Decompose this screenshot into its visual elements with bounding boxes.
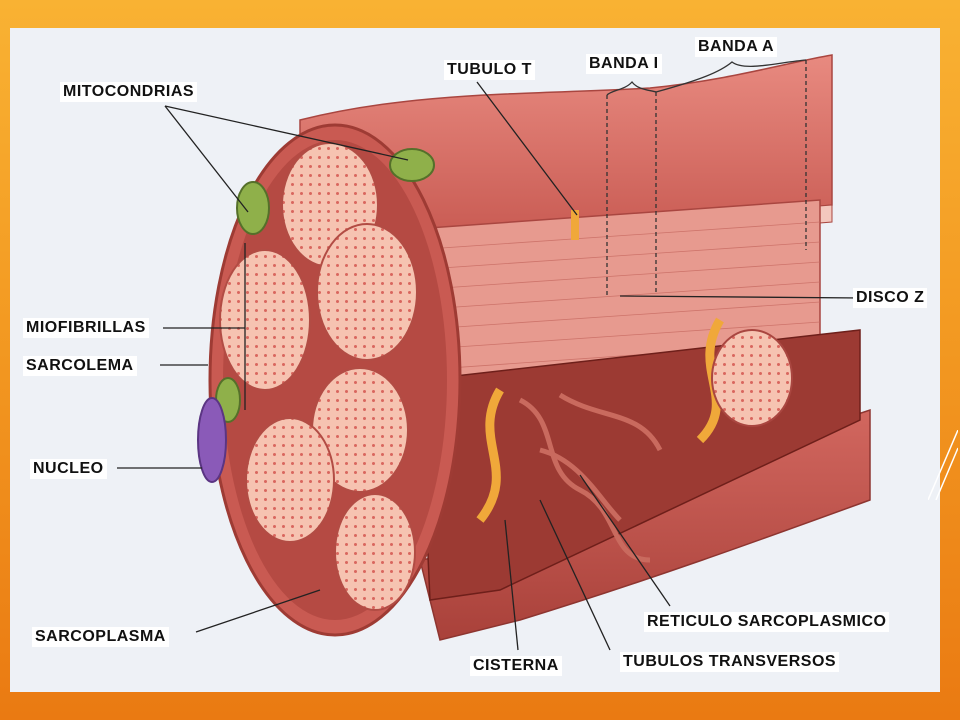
mitochondria (215, 148, 435, 423)
label-miofibrillas: MIOFIBRILLAS (23, 318, 149, 338)
t-tubule-band (476, 387, 504, 523)
label-tubulos-transversos: TUBULOS TRANSVERSOS (620, 652, 840, 672)
label-mitocondrias: MITOCONDRIAS (60, 82, 198, 102)
label-disco-z: DISCO Z (853, 288, 928, 308)
myofibril-circles (219, 142, 418, 611)
myofibril-cross-section (711, 329, 793, 427)
label-tubulo-t: TUBULO T (444, 60, 535, 80)
nucleus-shape (197, 397, 227, 483)
label-sarcoplasma: SARCOPLASMA (32, 627, 169, 647)
label-nucleo: NUCLEO (30, 459, 107, 479)
label-banda-i: BANDA I (586, 54, 662, 74)
label-cisterna: CISTERNA (470, 656, 562, 676)
decorative-stripes-icon (928, 430, 958, 500)
label-reticulo-sarcoplasmico: RETICULO SARCOPLASMICO (644, 612, 890, 632)
label-sarcolema: SARCOLEMA (23, 356, 137, 376)
label-banda-a: BANDA A (695, 37, 778, 57)
